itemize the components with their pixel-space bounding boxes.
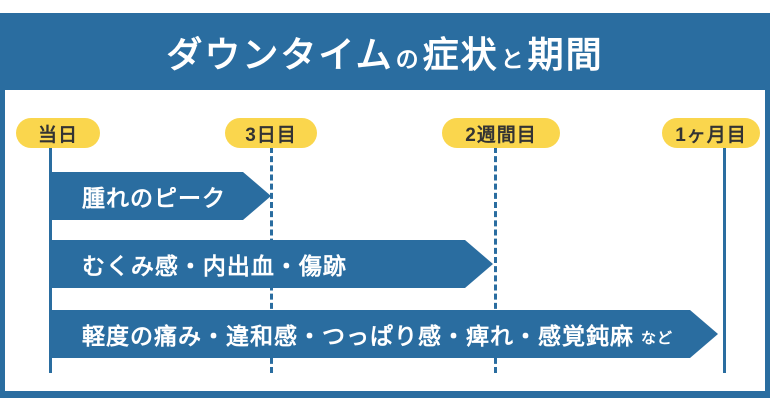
bar-label: 軽度の痛み・違和感・つっぱり感・痺れ・感覚鈍麻 — [82, 323, 634, 349]
tick-guide-line-week2 — [494, 147, 497, 373]
tick-label: 当日 — [37, 124, 78, 146]
page-title: ダウンタイムの症状と期間 — [166, 26, 603, 78]
title-particle: と — [500, 45, 526, 72]
tick-label: 2週間目 — [465, 124, 537, 146]
title-part: 期間 — [527, 33, 604, 75]
timeline-tick-day3: 3日目 — [225, 118, 317, 148]
bar-label: むくみ感・内出血・傷跡 — [82, 253, 347, 279]
bar-label-suffix: など — [641, 329, 674, 347]
header-banner: ダウンタイムの症状と期間 — [0, 13, 770, 90]
timeline-tick-day0: 当日 — [16, 118, 100, 148]
bar-label: 腫れのピーク — [82, 185, 226, 211]
title-particle: の — [395, 45, 421, 72]
duration-bar-swelling-peak: 腫れのピーク — [52, 172, 271, 220]
tick-guide-line-month1 — [723, 147, 726, 373]
duration-bar-mild-pain-numbness: 軽度の痛み・違和感・つっぱり感・痺れ・感覚鈍麻 など — [52, 310, 718, 358]
timeline-tick-week2: 2週間目 — [442, 118, 560, 148]
timeline-tick-month1: 1ヶ月目 — [662, 118, 760, 148]
title-part: 症状 — [422, 33, 499, 75]
title-part: ダウンタイム — [166, 33, 394, 75]
duration-bar-bruise-scar: むくみ感・内出血・傷跡 — [52, 240, 493, 288]
tick-label: 1ヶ月目 — [675, 124, 747, 146]
tick-guide-line-day0 — [49, 147, 52, 373]
tick-label: 3日目 — [245, 124, 297, 146]
